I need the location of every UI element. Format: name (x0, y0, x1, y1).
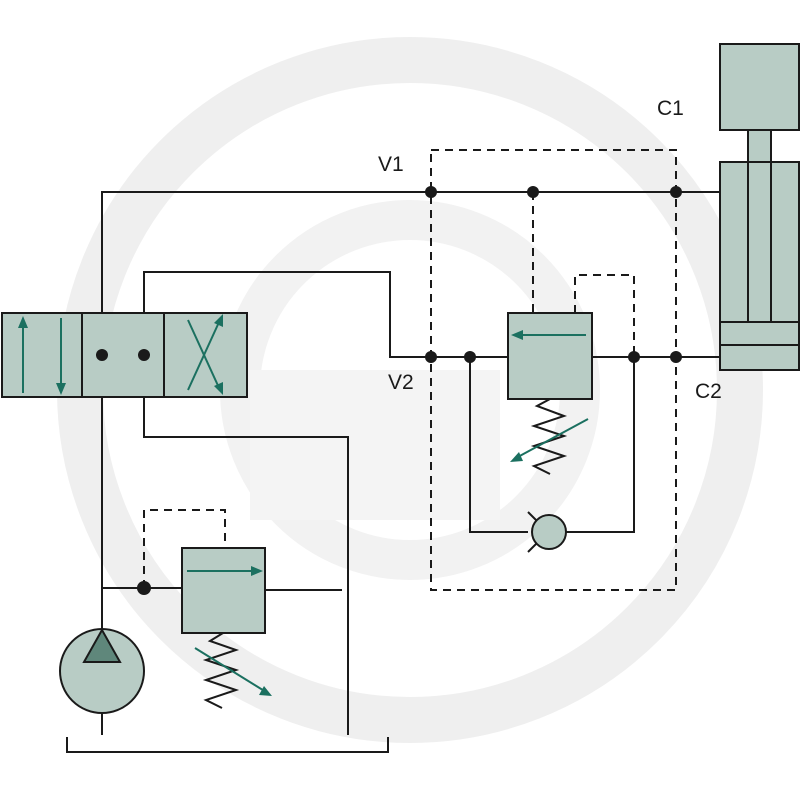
hydraulic-pump (59, 627, 145, 714)
label-v1: V1 (378, 153, 404, 176)
directional-control-valve (1, 312, 248, 398)
hydraulic-cylinder (719, 43, 800, 371)
pilot-lines (143, 149, 677, 591)
label-c1: C1 (657, 97, 684, 120)
label-c2: C2 (695, 380, 722, 403)
junction-points (96, 186, 682, 595)
label-v2: V2 (388, 371, 414, 394)
check-valve (527, 511, 567, 553)
pressure-relief-valve (181, 547, 272, 709)
counterbalance-valve (507, 312, 593, 475)
